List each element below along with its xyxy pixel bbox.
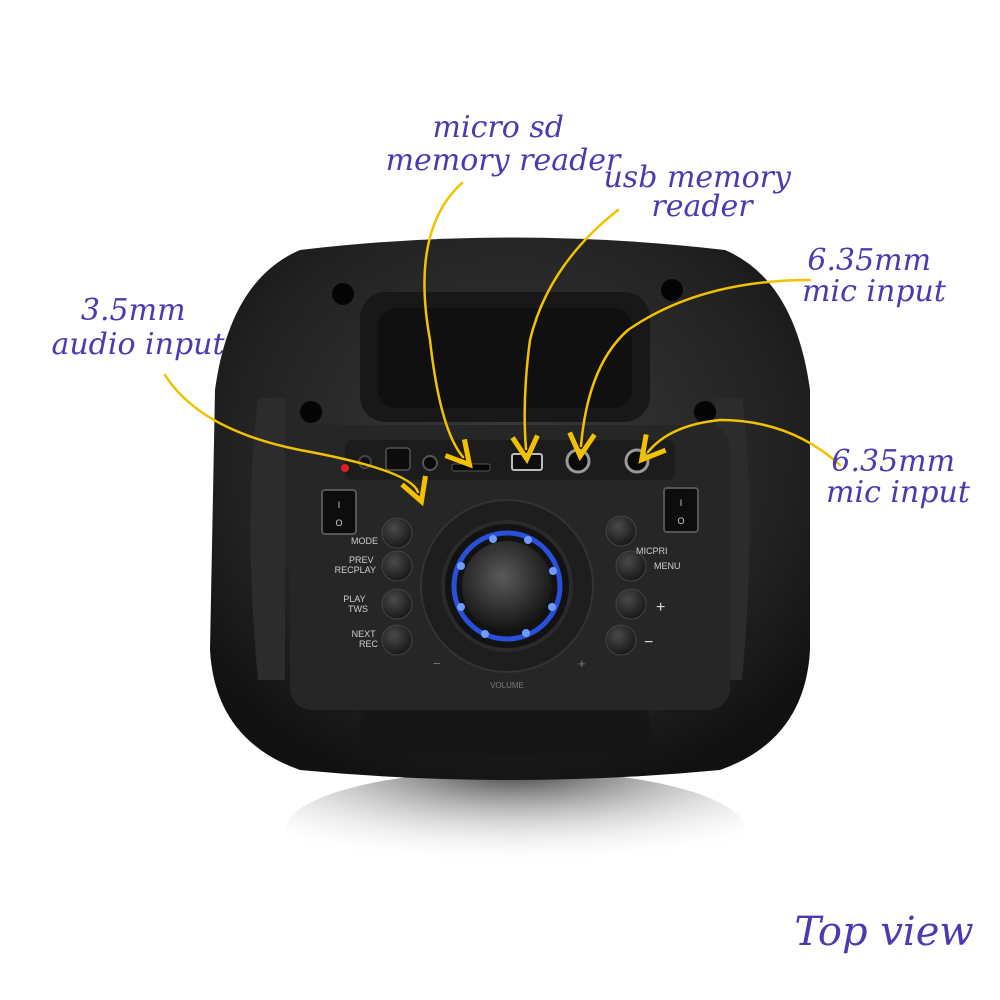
minus-label: − <box>644 634 653 651</box>
annotation-labels: micro sd memory reader usb memory reader… <box>51 110 973 955</box>
usb-port[interactable] <box>511 453 543 471</box>
micro-sd-slot[interactable] <box>451 463 491 472</box>
play-label-line2: TWS <box>348 604 368 614</box>
plus-button[interactable] <box>615 588 647 620</box>
right-rocker-switch[interactable] <box>663 487 699 533</box>
led-dots <box>457 535 557 638</box>
micpri-button[interactable] <box>605 515 637 547</box>
view-label: Top view <box>794 909 973 955</box>
speaker-base <box>285 770 745 890</box>
volume-minus-mark: − <box>433 656 441 671</box>
prev-label: PREV RECPLAY <box>335 555 376 575</box>
audio-label: 3.5mm audio input <box>51 293 225 362</box>
audio-arrow <box>163 373 418 492</box>
svg-text:O: O <box>677 516 684 526</box>
right-button-column: MICPRI MENU + − <box>605 515 681 656</box>
mic-jack-1[interactable] <box>565 448 591 474</box>
aux-jack-3-5mm[interactable] <box>422 455 438 471</box>
micro-sd-label: micro sd memory reader <box>386 110 622 178</box>
blue-led-ring <box>451 530 563 642</box>
play-button[interactable] <box>381 588 413 620</box>
next-button[interactable] <box>381 624 413 656</box>
micro-sd-arrow <box>423 181 463 457</box>
prev-label-line2: RECPLAY <box>335 565 376 575</box>
svg-text:O: O <box>335 518 342 528</box>
bottom-strap <box>360 710 650 758</box>
power-led <box>341 464 349 472</box>
mic1-label: 6.35mm mic input <box>802 243 947 309</box>
minus-button[interactable] <box>605 624 637 656</box>
next-label-line1: NEXT <box>352 629 377 639</box>
menu-button[interactable] <box>615 550 647 582</box>
prev-label-line1: PREV <box>349 555 374 565</box>
usb-arrow <box>525 208 620 449</box>
next-label-line2: REC <box>359 639 379 649</box>
mic2-arrow <box>648 418 842 467</box>
volume-knob[interactable] <box>462 541 552 631</box>
mic-jack-2[interactable] <box>624 448 650 474</box>
mode-label: MODE <box>351 536 378 546</box>
volume-label: VOLUME <box>490 681 524 690</box>
mic2-label: 6.35mm mic input <box>826 444 971 510</box>
play-label-line1: PLAY <box>343 594 365 604</box>
left-button-column: MODE PREV RECPLAY PLAY TWS NEXT REC <box>335 517 413 656</box>
mode-button[interactable] <box>381 517 413 549</box>
plus-label: + <box>656 599 665 616</box>
left-grip <box>250 398 285 680</box>
menu-label: MENU <box>654 561 681 571</box>
left-rocker-switch[interactable] <box>321 489 357 535</box>
usb-label: usb memory reader <box>603 160 800 224</box>
dc-input[interactable] <box>385 447 411 471</box>
micpri-label: MICPRI <box>636 546 668 556</box>
mic1-arrow <box>581 278 812 446</box>
svg-text:I: I <box>338 500 341 510</box>
volume-plus-mark: + <box>578 656 586 671</box>
annotation-arrows <box>163 181 842 492</box>
play-label: PLAY TWS <box>343 594 368 614</box>
next-label: NEXT REC <box>352 629 379 649</box>
prev-button[interactable] <box>381 550 413 582</box>
volume-knob-assembly: − + VOLUME <box>420 499 594 690</box>
svg-text:I: I <box>680 498 683 508</box>
